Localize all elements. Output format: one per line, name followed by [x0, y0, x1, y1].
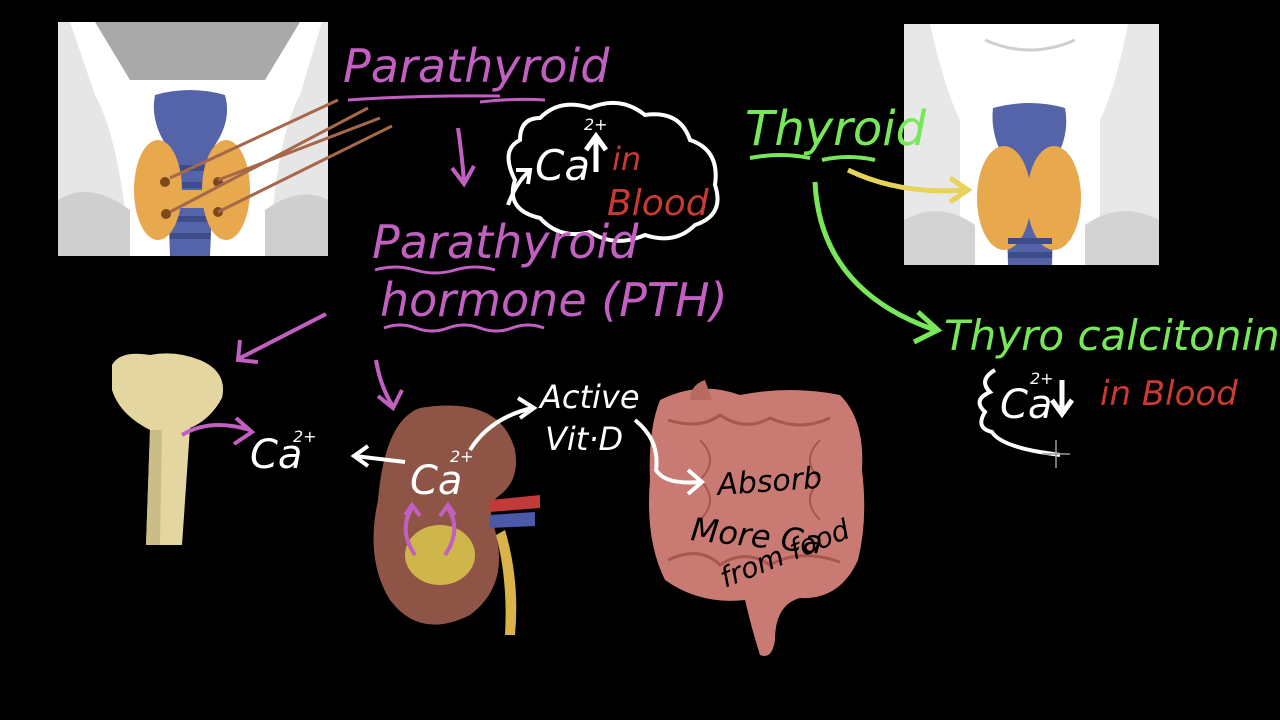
ca-down-text: Ca [1000, 382, 1052, 428]
arrow-pth-to-bone [235, 312, 327, 364]
pth-line2: hormone (PTH) [380, 273, 728, 327]
arrowhead [450, 165, 476, 188]
arrow-kidney-to-vitd [468, 396, 538, 452]
thyrocalcitonin-label: Thyro calcitonin [944, 311, 1280, 360]
thyroid-label: Thyroid [745, 101, 927, 157]
hormone-underline [383, 323, 545, 333]
arrow-vitd-to-intestine [633, 418, 706, 496]
arrow-thyroid-to-calcitonin [812, 181, 943, 345]
parathyroid-label: Parathyroid [343, 39, 610, 93]
arrow-into-cloud [506, 168, 533, 206]
parathyroid-underline-2 [479, 97, 546, 104]
arrow-thyroid-to-gland [846, 167, 973, 205]
ca-down-blood-text: in Blood [1100, 374, 1238, 414]
bone-ca-text: Ca [250, 432, 302, 478]
neck-parathyroid-illustration [58, 22, 393, 256]
pth-line1: Parathyroid [372, 215, 639, 269]
absorb-line1: Absorb [714, 461, 823, 503]
arrow-pth-to-kidney [374, 359, 404, 412]
bone-ca-charge: 2+ [293, 427, 317, 446]
vitd-text: Vit·D [545, 420, 623, 458]
cloud-ca-charge: 2+ [584, 115, 608, 134]
intestine-illustration [649, 380, 865, 656]
ca-blood-cloud [506, 100, 720, 243]
arrow-up-icon [583, 131, 609, 172]
thyroid-underline [749, 153, 876, 162]
cloud-blood-text: Blood [607, 183, 710, 224]
parathyroid-underline [347, 94, 501, 102]
kidney-ca-charge: 2+ [450, 447, 474, 466]
cloud-ca-text: Ca [535, 141, 590, 190]
neck-thyroid-illustration [904, 24, 1159, 265]
pth-underline [374, 265, 496, 275]
kidney-ca-text: Ca [410, 458, 462, 504]
ca-down-charge: 2+ [1030, 369, 1054, 388]
crosshair-cursor-icon [1042, 440, 1070, 468]
arrow-kidney-to-ca [350, 444, 406, 468]
arrow-parathyroid-to-pth [456, 127, 466, 183]
arrow-bone-to-ca [180, 416, 256, 446]
arrow-down-icon [1049, 380, 1075, 419]
kidney-recycle-arrows [403, 501, 457, 557]
kidney-illustration [373, 405, 540, 635]
bone-illustration [112, 353, 224, 545]
cloud-in-text: in [612, 140, 641, 178]
active-text: Active [538, 378, 640, 416]
